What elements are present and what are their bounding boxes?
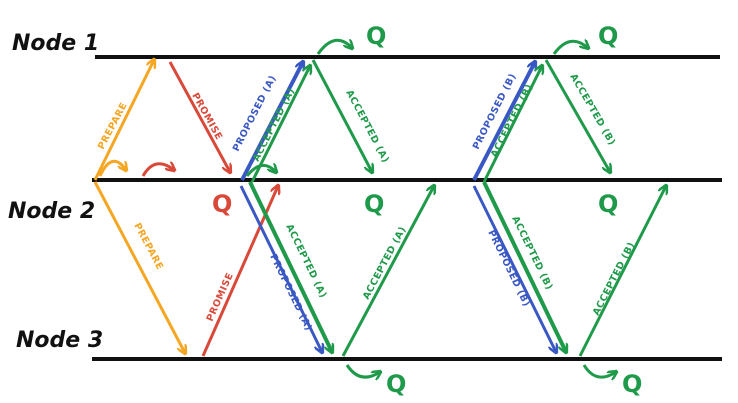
quorum-node-2-a: Q — [364, 190, 384, 218]
node-3-self-loop-a — [345, 364, 380, 377]
accepted-b-arrow-node-2-to-node-1 — [482, 66, 542, 183]
accepted-b-arrow-node-1-to-node-2 — [544, 59, 610, 172]
accepted-b-arrow-node-2-to-node-3 — [482, 181, 566, 352]
accepted-a-arrow-node-1-to-node-2 — [311, 59, 372, 172]
accepted-b-arrow-node-3-to-node-2 — [578, 186, 666, 357]
accepted-a-arrow-node-2-to-node-1 — [250, 66, 310, 183]
prepare-label-to-node-3: PREPARE — [131, 221, 165, 272]
prepare-arrow-to-node-3 — [93, 181, 185, 353]
accepted-a-arrow-node-3-to-node-2 — [341, 186, 434, 357]
prepare-arrow-to-node-1 — [93, 60, 154, 181]
quorum-node-1-a: Q — [366, 22, 386, 50]
promise-label-from-node-1: PROMISE — [189, 91, 224, 142]
accepted-a-arrow-node-2-to-node-3 — [248, 181, 332, 352]
promise-self-loop — [141, 164, 174, 177]
accepted-b-label-node-3-to-node-2: ACCEPTED (B) — [591, 240, 638, 317]
quorum-node-2-promise: Q — [212, 190, 232, 218]
quorum-node-2-b: Q — [598, 190, 618, 218]
node-3-label: Node 3 — [16, 328, 103, 353]
propose-b-arrow-to-node-1 — [472, 62, 535, 181]
node-1-label: Node 1 — [12, 31, 99, 56]
promise-arrow-from-node-1 — [168, 61, 230, 172]
node-2-label: Node 2 — [8, 199, 95, 224]
accepted-a-label-node-3-to-node-2: ACCEPTED (A) — [361, 225, 409, 302]
quorum-node-3-b: Q — [622, 370, 642, 398]
quorum-node-3-a: Q — [386, 370, 406, 398]
quorum-node-1-b: Q — [598, 22, 618, 50]
prepare-self-loop — [98, 159, 126, 177]
propose-a-arrow-to-node-3 — [239, 185, 322, 352]
node-1-self-loop-a — [316, 40, 352, 55]
propose-b-arrow-to-node-3 — [472, 185, 556, 352]
propose-a-arrow-to-node-1 — [240, 62, 303, 181]
accepted-a-label-node-1-to-node-2: ACCEPTED (A) — [343, 88, 391, 165]
node-2-self-loop-a — [245, 165, 276, 177]
node-3-self-loop-b — [582, 364, 616, 377]
node-1-self-loop-b — [552, 41, 588, 55]
